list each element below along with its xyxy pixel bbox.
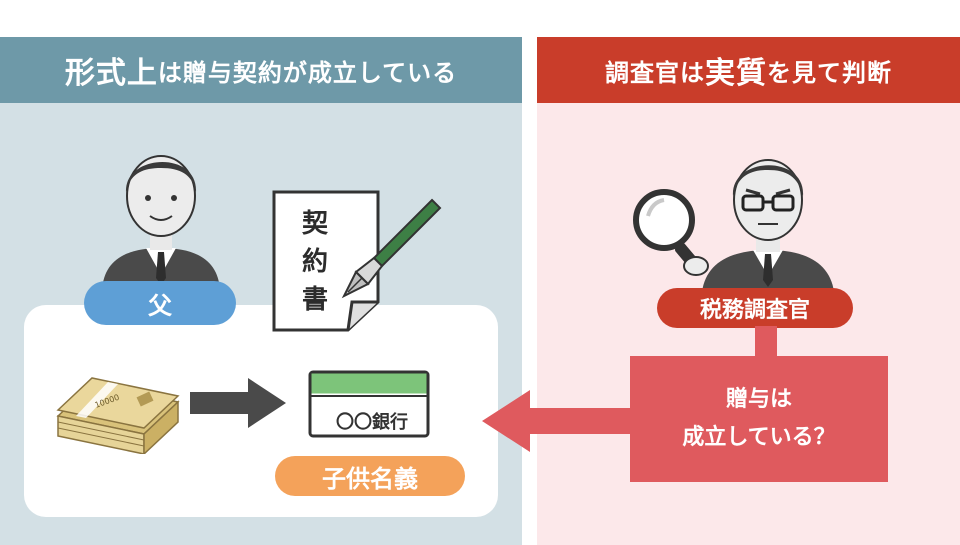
- right-header-emphasis: 実質: [705, 56, 767, 91]
- transfer-arrow-icon: [190, 378, 286, 428]
- father-label: 父: [84, 281, 236, 325]
- money-stack-icon: 10000: [56, 377, 180, 454]
- left-header-text: は贈与契約が成立している: [157, 58, 458, 87]
- right-header: 調査官は 実質 を見て判断: [537, 37, 960, 103]
- bank-name: 〇〇銀行: [336, 412, 408, 433]
- fountain-pen-icon: [341, 198, 442, 299]
- tax-inspector-label: 税務調査官: [657, 288, 853, 328]
- magnifying-glass-icon: [633, 189, 709, 276]
- tax-inspector-person-icon: [702, 159, 834, 292]
- contract-char-3: 書: [301, 285, 328, 315]
- contract-title: 契 約 書: [290, 205, 340, 319]
- account-owner-label: 子供名義: [275, 456, 465, 496]
- contract-char-1: 契: [301, 209, 328, 239]
- contract-char-2: 約: [301, 247, 328, 277]
- father-person-icon: [102, 155, 220, 290]
- verdict-line-1: 贈与は: [725, 387, 792, 412]
- bank-passbook-icon: [308, 370, 430, 438]
- left-header-emphasis: 形式上: [64, 56, 158, 91]
- left-header: 形式上 は贈与契約が成立している: [0, 37, 522, 103]
- inspection-arrow-icon: [482, 390, 632, 452]
- right-header-post: を見て判断: [767, 58, 892, 87]
- verdict-connector: [755, 326, 777, 358]
- verdict-line-2: 成立している？: [682, 425, 836, 450]
- contract-document-icon: [272, 190, 380, 332]
- right-header-pre: 調査官は: [605, 58, 705, 87]
- verdict-box: 贈与は 成立している？: [630, 356, 888, 482]
